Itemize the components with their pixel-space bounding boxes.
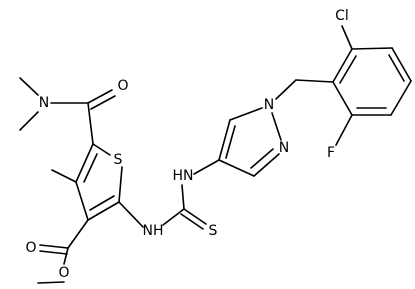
bond-ester-co-double-b [39,250,68,255]
bond-n1-ch2 [275,79,297,100]
atom-o-ester-carbonyl: O [25,240,36,256]
atom-s-thione: S [209,223,218,239]
bond-c2-c3-double [89,195,115,211]
bond-ch2-aryl [295,79,334,83]
bond-c5p-n1 [229,107,263,121]
bond-c4p-c5p [218,119,231,161]
bond-n2-c3p-double [250,148,274,169]
bond-cs-hn [181,184,185,210]
bond-c3-c4 [75,181,89,221]
bond-ar-c6-c1 [332,81,353,116]
bond-ester-co-double-a [39,244,69,249]
bond-ester-o [63,247,69,265]
bond-n2-c3p [253,153,280,177]
atom-hn-thioamide: HN [173,168,194,184]
bond-ar-c1-c2-double [339,55,357,84]
bond-c5-s [92,143,111,156]
bond-c4p-c5p-double [225,125,236,159]
bond-c4-c5-double [83,153,98,183]
atom-n1-pyrazole: N [264,97,274,113]
bond-amide-co-double-a [87,89,113,104]
atom-n-amide: N [39,95,49,111]
bond-hn-pyrazole [193,159,220,175]
atom-nh-amine: NH [143,223,164,239]
bond-ar-f [335,114,353,146]
bond-cs-double-b [180,213,204,230]
bond-carbonyl-c5 [87,102,94,145]
bond-c4-c5 [75,143,94,183]
bond-c3p-c4p [218,159,255,177]
bond-ar-c3-c4 [391,47,412,82]
bond-ar-c2-c3 [351,47,393,50]
bond-ar-c3-c4-double [388,54,405,82]
bond-cs-double-a [183,208,207,225]
bond-s-c2 [118,166,123,203]
bond-amide-co-double-b [90,95,116,110]
atom-o-amide: O [117,78,128,94]
bond-ar-c1-c2 [332,48,353,83]
bond-c3-ester [67,219,89,249]
atom-s-thiophene: S [114,152,123,168]
bond-o-methyl [37,281,65,284]
bond-nme-bottom [19,111,39,131]
bond-nme-top [19,77,39,96]
bond-c2-c3 [87,201,120,221]
bond-c4-methyl [51,169,77,183]
bond-ar-cl [341,25,353,50]
atom-cl: Cl [335,8,349,24]
bond-n1-n2 [271,112,282,141]
atom-o-ester-ether: O [58,265,69,281]
atom-f: F [327,145,335,161]
atom-n2-pyrazole: N [279,140,289,156]
bond-ar-c4-c5 [390,80,412,116]
bond-nh-cs [162,208,185,226]
bond-c2-nh [118,201,144,228]
